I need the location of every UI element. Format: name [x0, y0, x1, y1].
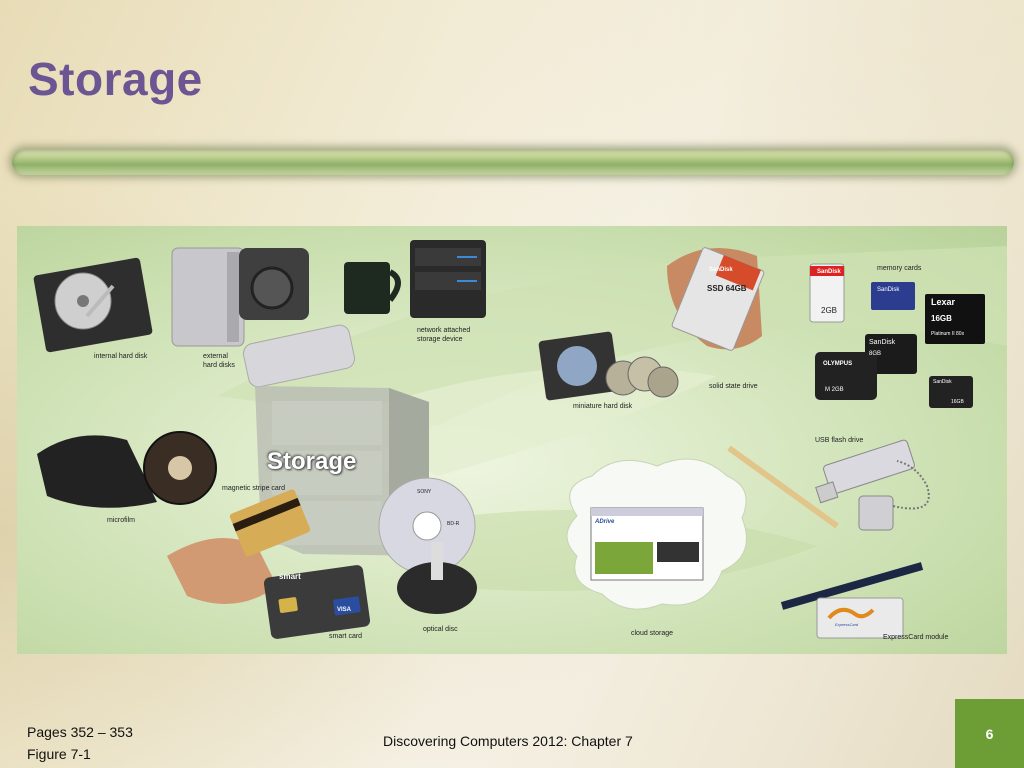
memory-card-brand-text: SanDisk: [933, 379, 952, 385]
memory-card-brand-text: SanDisk: [869, 339, 896, 346]
cloud-storage-image: [566, 458, 747, 610]
ssd-capacity-text: SSD 64GB: [707, 284, 747, 293]
memory-card-brand-text: SanDisk: [817, 269, 841, 275]
xd-card-brand-text: OLYMPUS: [823, 361, 853, 367]
lexar-capacity-text: 16GB: [931, 314, 952, 323]
footer-reference: Pages 352 – 353 Figure 7-1: [27, 721, 133, 765]
adrive-logo-text: ADrive: [595, 519, 615, 525]
memory-card-capacity-text: 8GB: [869, 351, 882, 357]
internal-hard-disk-label: internal hard disk: [94, 353, 148, 360]
visa-logo-text: VISA: [337, 607, 352, 613]
memory-card-brand-text: SanDisk: [877, 287, 900, 293]
storage-figure: SanDisk SSD 64GB SanDisk 2GB SanDisk Lex…: [17, 226, 1007, 654]
storage-illustration: [33, 240, 1007, 639]
memory-card-capacity-text: 2GB: [821, 306, 838, 315]
lexar-brand-text: Lexar: [931, 297, 956, 307]
miniature-hard-disk-image: [538, 331, 679, 401]
magnetic-stripe-card-image: [167, 489, 311, 604]
internal-hard-disk-image: [33, 257, 153, 353]
slide-title: Storage: [28, 53, 203, 105]
optical-disc-image: [378, 477, 477, 614]
optical-disc-label: optical disc: [423, 626, 458, 633]
expresscard-brand-text: ExpressCard: [835, 622, 859, 627]
bdr-label-text: BD-R: [447, 521, 460, 527]
lexar-subtitle-text: Platinum II 80x: [931, 331, 965, 337]
sony-brand-text: SONY: [417, 489, 432, 495]
network-storage-device-image: [410, 240, 486, 318]
external-hard-disks-label: external hard disks: [203, 353, 235, 369]
page-number: 6: [985, 726, 994, 742]
solid-state-drive-image: [667, 247, 765, 351]
figure-center-title: Storage: [267, 448, 357, 475]
usb-flash-drive-image: [727, 439, 930, 531]
ssd-brand-text: SanDisk: [709, 267, 733, 273]
coffee-mug-image: [344, 262, 401, 314]
microfilm-label: microfilm: [107, 517, 135, 524]
network-attached-storage-label: network attached storage device: [417, 327, 471, 343]
title-underline-bar: [12, 149, 1014, 175]
smart-card-brand-text: smart: [279, 572, 301, 581]
microfilm-image: [37, 431, 217, 508]
memory-cards-image: [809, 263, 985, 408]
magnetic-stripe-card-label: magnetic stripe card: [222, 485, 286, 492]
external-hard-disks-image: [171, 247, 356, 388]
cloud-storage-label: cloud storage: [631, 630, 674, 637]
miniature-hard-disk-label: miniature hard disk: [573, 403, 633, 410]
expresscard-module-label: ExpressCard module: [883, 634, 949, 641]
solid-state-drive-label: solid state drive: [709, 383, 758, 390]
expresscard-module-image: [780, 562, 924, 639]
memory-card-capacity-text: 16GB: [951, 399, 964, 405]
usb-flash-drive-label: USB flash drive: [815, 437, 864, 444]
footer-book-title: Discovering Computers 2012: Chapter 7: [383, 733, 633, 749]
page-number-box: 6: [955, 699, 1024, 768]
footer-pages: Pages 352 – 353: [27, 724, 133, 740]
smart-card-label: smart card: [329, 633, 363, 640]
footer-figure: Figure 7-1: [27, 746, 91, 762]
memory-cards-label: memory cards: [877, 265, 922, 272]
smart-card-image: [263, 565, 371, 639]
xd-card-capacity-text: M 2GB: [825, 387, 844, 393]
